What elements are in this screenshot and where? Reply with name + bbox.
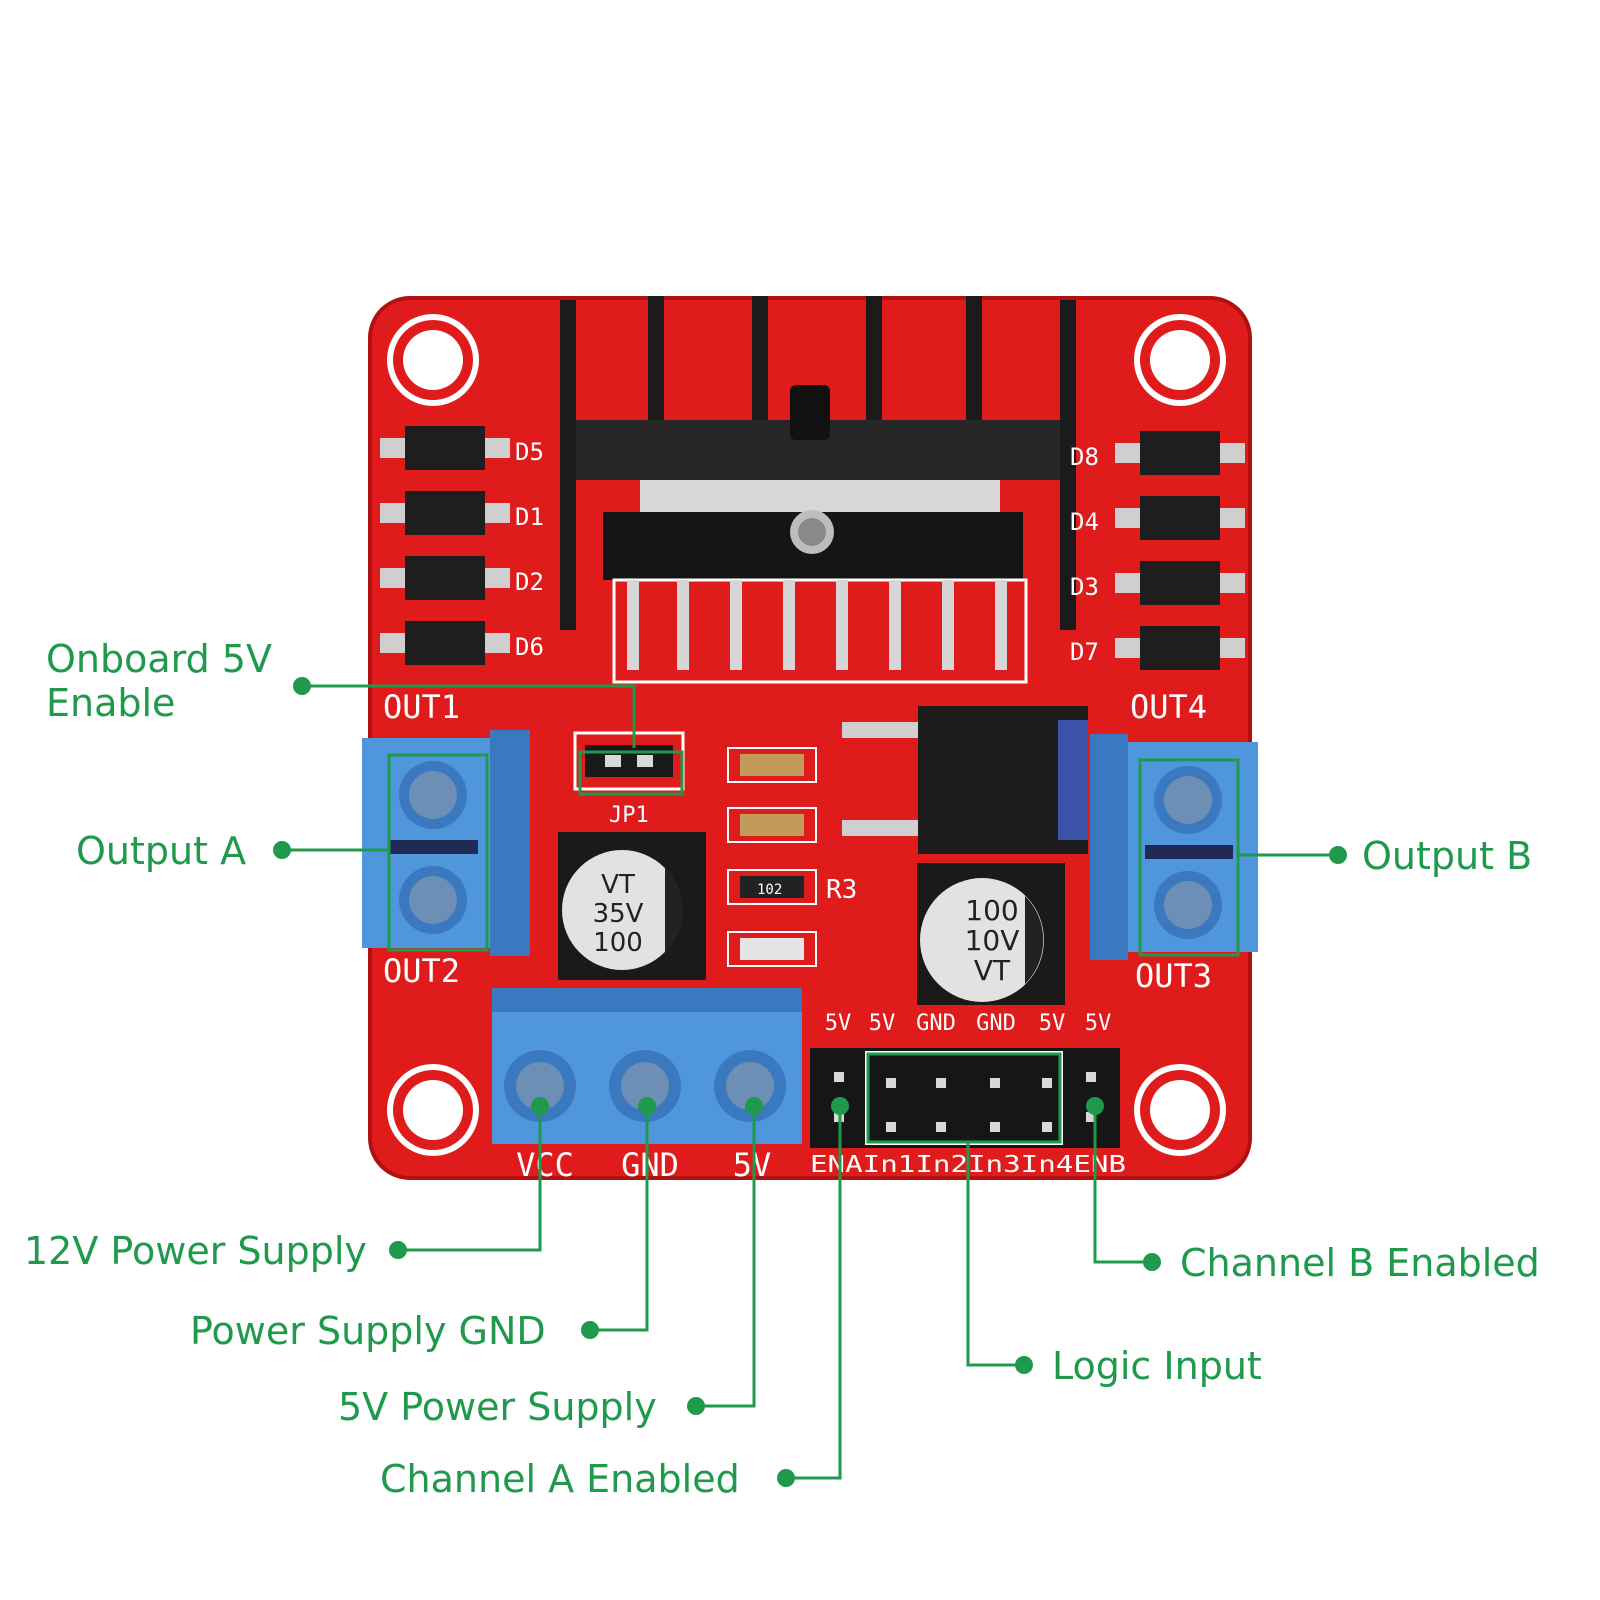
dot-logic-input	[1015, 1356, 1033, 1374]
diode-label-d3: D3	[1070, 573, 1099, 601]
capacitor-left	[558, 832, 706, 980]
callout-leaders	[282, 684, 1338, 1480]
leader-12v	[398, 1106, 542, 1252]
mounting-hole-top-left	[387, 314, 479, 406]
dot-output-b	[1329, 846, 1347, 864]
callout-logic-input: Logic Input	[1052, 1344, 1262, 1388]
pcb-board: D5 D1 D2 D6 D8 D4 D3 D7 OUT1 OUT4 JP1	[362, 296, 1258, 1184]
dot-5v-terminal	[745, 1097, 763, 1115]
diode-label-d2: D2	[515, 568, 544, 596]
top-header-label-5: 5V	[1039, 1011, 1066, 1036]
highlight-logic-pins	[866, 1052, 1062, 1144]
callout-channel-a: Channel A Enabled	[380, 1457, 740, 1501]
cap-left-line2: 35V	[593, 899, 644, 929]
callout-output-b: Output B	[1362, 834, 1532, 878]
highlight-output-b	[1138, 758, 1240, 957]
power-label-5v: 5V	[733, 1146, 772, 1184]
terminal-output-b	[1090, 734, 1258, 960]
terminal-output-a	[362, 730, 530, 956]
dot-channel-a	[777, 1469, 795, 1487]
diode-label-d7: D7	[1070, 638, 1099, 666]
diode-label-d6: D6	[515, 633, 544, 661]
dot-5v	[687, 1397, 705, 1415]
leader-logic-input	[966, 1142, 1024, 1367]
diodes-left	[380, 426, 510, 665]
r3-label: R3	[826, 875, 857, 905]
dot-gnd-terminal	[638, 1097, 656, 1115]
top-header-label-4: GND	[976, 1011, 1016, 1036]
top-header-label-3: GND	[916, 1011, 956, 1036]
cap-left-line3: 100	[593, 928, 643, 958]
leader-channel-b	[1093, 1106, 1152, 1264]
smd-components	[727, 747, 817, 967]
highlight-jumper	[578, 750, 684, 796]
cap-left-line1: VT	[601, 870, 635, 900]
mounting-hole-bottom-right	[1134, 1064, 1226, 1156]
callout-dots	[273, 677, 1347, 1487]
out1-label: OUT1	[383, 688, 460, 726]
dot-gnd	[581, 1321, 599, 1339]
dot-onboard-5v	[293, 677, 311, 695]
diode-label-d4: D4	[1070, 508, 1099, 536]
top-header-label-6: 5V	[1085, 1011, 1112, 1036]
mounting-hole-bottom-left	[387, 1064, 479, 1156]
resistor-code: 102	[757, 882, 782, 898]
out4-label: OUT4	[1130, 688, 1207, 726]
callout-onboard-5v-line2: Enable	[46, 681, 175, 725]
top-header-label-2: 5V	[869, 1011, 896, 1036]
voltage-regulator	[842, 706, 1088, 854]
diodes-right	[1115, 431, 1245, 670]
out2-label: OUT2	[383, 952, 460, 990]
out3-label: OUT3	[1135, 957, 1212, 995]
callout-power-gnd: Power Supply GND	[190, 1309, 546, 1353]
leader-gnd	[590, 1106, 649, 1332]
cap-right-line1: 100	[965, 894, 1018, 927]
mounting-hole-top-right	[1134, 314, 1226, 406]
callout-onboard-5v-line1: Onboard 5V	[46, 637, 272, 681]
diode-label-d1: D1	[515, 503, 544, 531]
leader-onboard-5v	[306, 684, 636, 748]
callout-channel-b: Channel B Enabled	[1180, 1241, 1540, 1285]
leader-channel-a	[786, 1106, 842, 1480]
cap-right-line2: 10V	[965, 924, 1020, 957]
dot-channel-b	[1143, 1253, 1161, 1271]
jp1-label: JP1	[609, 803, 649, 828]
dot-ena-pin	[831, 1097, 849, 1115]
dot-output-a	[273, 841, 291, 859]
cap-right-line3: VT	[974, 954, 1011, 987]
callout-12v-power: 12V Power Supply	[24, 1229, 367, 1273]
dot-12v-terminal	[531, 1097, 549, 1115]
logic-header	[810, 1048, 1120, 1148]
heatsink	[560, 296, 1076, 630]
top-header-label-1: 5V	[825, 1011, 852, 1036]
highlight-output-a	[387, 753, 489, 952]
dot-enb-pin	[1086, 1097, 1104, 1115]
leader-5v	[696, 1106, 756, 1408]
chip-pins	[627, 580, 1007, 670]
diode-label-d5: D5	[515, 438, 544, 466]
capacitor-right	[917, 863, 1065, 1005]
dot-12v	[389, 1241, 407, 1259]
power-label-gnd: GND	[621, 1146, 679, 1184]
power-label-vcc: VCC	[516, 1146, 574, 1184]
callout-output-a: Output A	[76, 829, 246, 873]
callout-5v-power: 5V Power Supply	[338, 1385, 657, 1429]
l298n-chip	[603, 510, 1028, 684]
diode-label-d8: D8	[1070, 443, 1099, 471]
